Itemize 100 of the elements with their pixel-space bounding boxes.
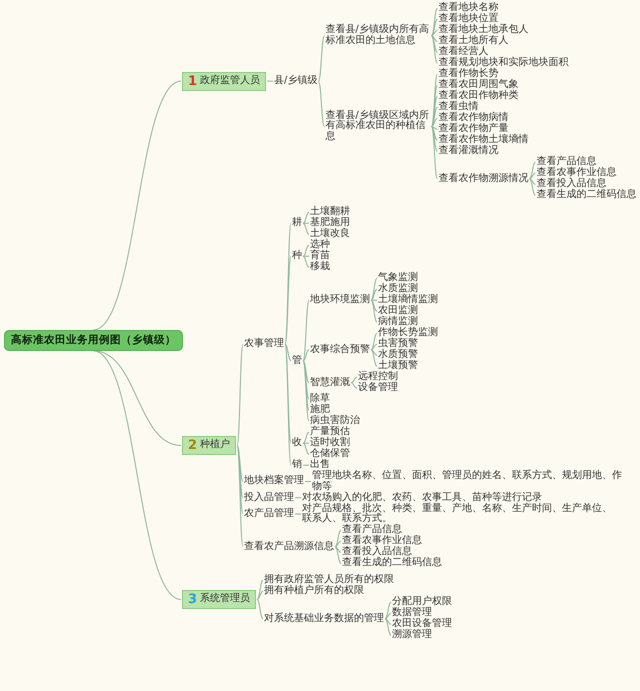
topic-label: 县/乡镇级	[274, 76, 318, 86]
topic-label: 育苗	[310, 251, 330, 262]
topic-label: 查看投入品信息	[342, 547, 412, 558]
topic-label: 对农场购入的化肥、农药、农事工具、苗种等进行记录	[302, 492, 542, 503]
topic-label: 选种	[310, 240, 330, 250]
branch-line	[302, 442, 310, 455]
branch-line	[284, 256, 292, 345]
branch-line	[430, 118, 438, 127]
topic-label: 产量预估	[310, 427, 350, 438]
topic-label: 查看农作物病情	[438, 113, 508, 124]
topic-label: 智慧灌溉	[310, 378, 350, 388]
topic-label: 农田监测	[378, 306, 418, 316]
topic-label: 查看农产品溯源信息	[244, 542, 334, 552]
topic-label: 土壤预警	[378, 361, 418, 372]
priority-number: 1	[188, 74, 198, 88]
branch-line	[256, 599, 264, 620]
branch-line	[256, 590, 264, 600]
topic-label: 病虫害防治	[310, 416, 360, 426]
branch-box	[182, 590, 256, 609]
branch-line	[93, 350, 182, 600]
branch-line	[284, 344, 292, 362]
branch-line	[302, 212, 310, 224]
branch-line	[350, 376, 358, 384]
topic-label: 投入品管理	[244, 492, 294, 503]
branch-line	[528, 162, 536, 180]
branch-line	[302, 256, 310, 257]
branch-line	[302, 464, 310, 466]
topic-label: 施肥	[310, 405, 330, 416]
branch-line	[236, 445, 244, 514]
branch-line	[370, 300, 378, 301]
branch-line	[302, 442, 310, 444]
topic-label: 气象监测	[378, 273, 418, 284]
topic-label: 设备管理	[358, 383, 398, 394]
topic-label: 查看经营人	[438, 47, 488, 58]
branch-line	[334, 540, 342, 548]
topic-label: 查看农作物土壤墒情	[438, 135, 528, 146]
branch-line	[528, 178, 536, 185]
topic-label: 农事综合预警	[310, 344, 370, 355]
topic-label: 拥有种植户所有的权限	[264, 586, 364, 596]
branch-line	[294, 497, 302, 498]
branch-line	[370, 300, 378, 323]
branch-line	[236, 445, 244, 548]
branch-line	[236, 445, 244, 482]
topic-label: 基肥施用	[310, 218, 350, 228]
branch-line	[370, 344, 378, 350]
topic-label: 查看虫情	[438, 102, 478, 112]
branch-line	[430, 35, 438, 53]
branch-line	[370, 349, 378, 367]
branch-line	[370, 288, 378, 301]
topic-label: 虫害预警	[378, 339, 418, 350]
topic-label: 土壤改良	[310, 229, 350, 240]
topic-label: 查看投入品信息	[536, 179, 606, 190]
topic-label: 除草	[310, 394, 330, 404]
topic-label: 查看农作物产量	[438, 124, 508, 134]
topic-label: 查看农事作业信息	[536, 168, 616, 178]
topic-label: 水质监测	[378, 284, 418, 294]
topic-label: 查看县/乡镇级区域内所有高标准农田的种植信息	[325, 110, 430, 142]
branch-label: 系统管理员	[200, 594, 250, 605]
branch-line	[318, 80, 325, 127]
branch-line	[302, 360, 310, 400]
branch-line	[302, 222, 310, 224]
branch-line	[302, 432, 310, 444]
topic-label: 分配用户权限	[392, 597, 452, 608]
topic-label: 出售	[310, 460, 330, 470]
branch-box	[182, 72, 266, 91]
topic-label: 耕	[292, 218, 302, 228]
topic-label: 数据管理	[392, 608, 432, 618]
topic-label: 对产品规格、批次、种类、重量、产地、名称、生产时间、生产单位、联系人、联系方式。	[302, 504, 620, 524]
topic-label: 溯源管理	[392, 630, 432, 640]
topic-label: 查看地块土地承包人	[438, 25, 528, 36]
topic-label: 查看县/乡镇级内所有高标准农田的土地信息	[325, 25, 430, 46]
topic-label: 查看作物长势	[438, 69, 498, 80]
branch-line	[284, 222, 292, 345]
branch-label: 政府监管人员	[200, 76, 260, 86]
topic-label: 地块档案管理	[244, 476, 304, 487]
topic-label: 管	[292, 356, 302, 366]
branch-line	[430, 126, 438, 152]
topic-label: 农产品管理	[244, 508, 294, 520]
topic-label: 远程控制	[358, 372, 398, 382]
branch-line	[302, 256, 310, 268]
topic-label: 查看农田周围气象	[438, 80, 518, 90]
branch-line	[236, 344, 244, 446]
branch-line	[302, 222, 310, 235]
central-topic-box: 高标准农田业务用例图（乡镇级）	[4, 330, 183, 351]
topic-label: 查看生成的二维码信息	[342, 558, 442, 568]
branch-line	[384, 618, 392, 625]
branch-line	[93, 80, 182, 330]
branch-line	[430, 106, 438, 127]
topic-label: 病情监测	[378, 317, 418, 328]
topic-label: 适时收割	[310, 438, 350, 448]
topic-label: 对系统基础业务数据的管理	[264, 614, 384, 624]
topic-label: 查看产品信息	[536, 157, 596, 168]
branch-line	[302, 349, 310, 362]
topic-label: 作物长势监测	[378, 328, 438, 338]
topic-label: 移栽	[310, 262, 330, 272]
branch-line	[370, 332, 378, 350]
branch-line	[430, 35, 438, 42]
branch-line	[256, 580, 264, 600]
topic-label: 查看产品信息	[342, 525, 402, 536]
branch-line	[384, 612, 392, 620]
